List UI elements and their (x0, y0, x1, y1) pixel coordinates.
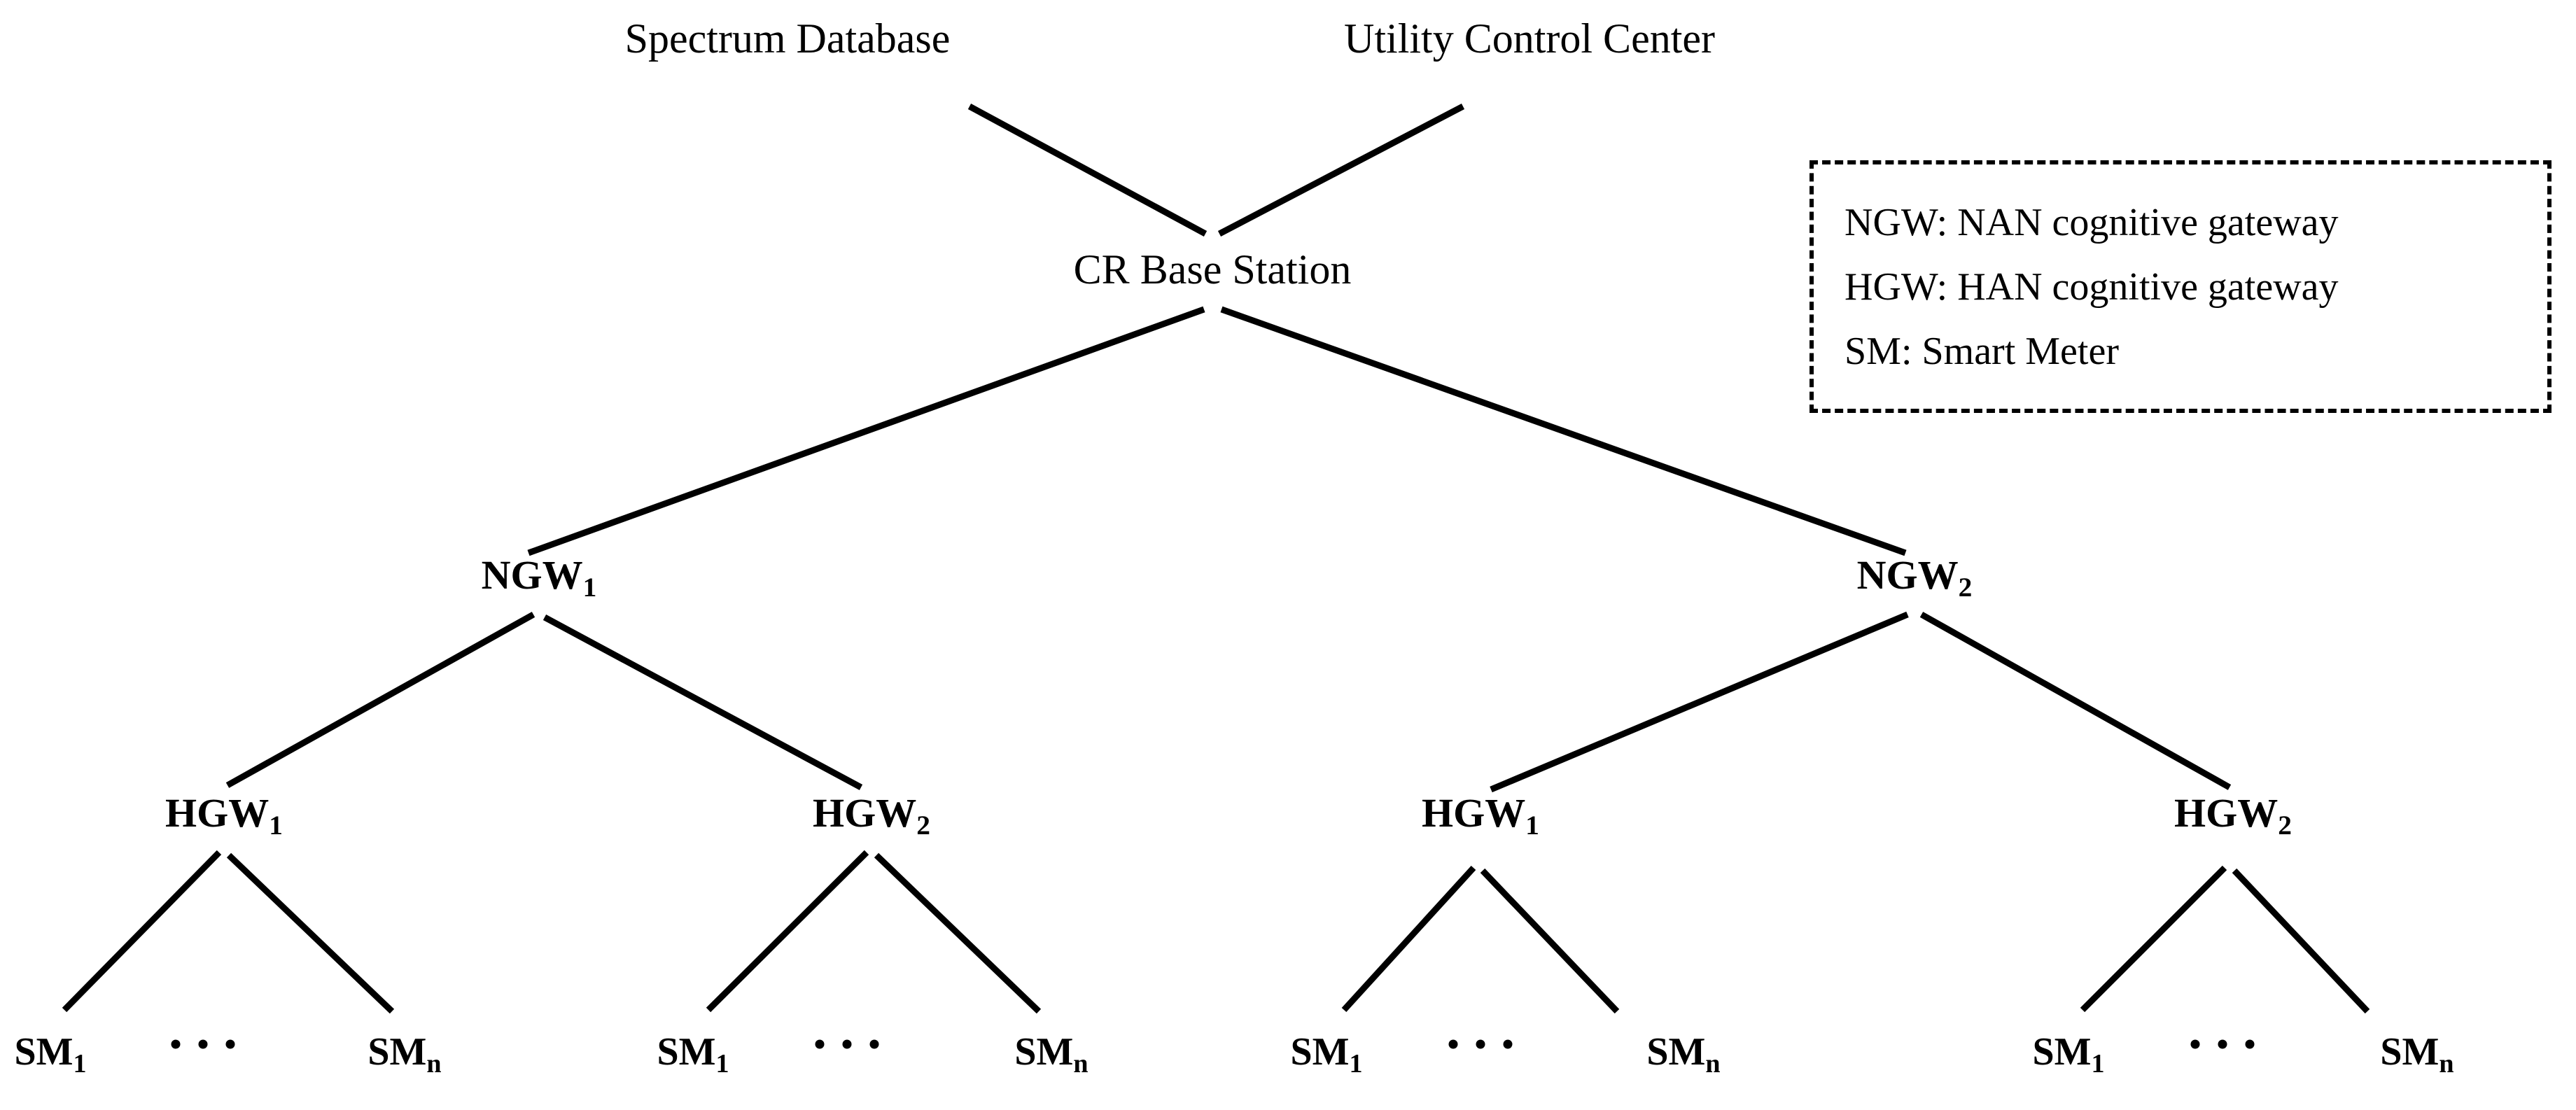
node-ngw-1: NGW1 (481, 552, 597, 603)
node-ngw-2: NGW2 (1856, 552, 1973, 603)
legend-line-sm: SM: Smart Meter (1844, 329, 2119, 373)
base-to-ngw2 (1220, 306, 1907, 556)
node-cr-base-station: CR Base Station (1073, 246, 1352, 293)
legend-line-hgw: HGW: HAN cognitive gateway (1844, 265, 2339, 309)
hgw2a-to-smn (874, 852, 1042, 1014)
ngw1-to-hgw2 (542, 614, 863, 790)
node-sm-first-group-4: SM1 (2032, 1030, 2105, 1079)
legend-box: NGW: NAN cognitive gateway HGW: HAN cogn… (1809, 160, 2552, 413)
ellipsis-group-1 (171, 1039, 235, 1049)
hgw1b-to-smn (1480, 868, 1620, 1014)
hgw1a-to-sm1 (62, 850, 222, 1013)
node-sm-last-group-4: SMn (2380, 1030, 2454, 1079)
ngw1-to-hgw1 (225, 612, 536, 788)
base-to-ngw1 (527, 306, 1205, 556)
node-sm-first-group-1: SM1 (14, 1030, 87, 1079)
hgw1b-to-sm1 (1341, 865, 1476, 1013)
node-sm-last-group-2: SMn (1014, 1030, 1088, 1079)
hgw2b-to-smn (2232, 868, 2370, 1014)
node-hgw-1-right: HGW1 (1422, 790, 1539, 841)
node-hgw-1-left: HGW1 (165, 790, 283, 841)
ellipsis-group-4 (2190, 1039, 2255, 1049)
ellipsis-group-2 (815, 1039, 879, 1049)
ellipsis-group-3 (1448, 1039, 1513, 1049)
node-sm-first-group-2: SM1 (657, 1030, 729, 1079)
hgw2b-to-sm1 (2080, 865, 2227, 1013)
ngw2-to-hgw1 (1490, 611, 1909, 793)
spectrum-db-to-base (967, 104, 1208, 237)
node-sm-first-group-3: SM1 (1290, 1030, 1363, 1079)
hgw1a-to-smn (226, 852, 395, 1014)
node-hgw-2-right: HGW2 (2174, 790, 2292, 841)
utility-center-to-base (1217, 104, 1465, 237)
node-sm-last-group-1: SMn (368, 1030, 442, 1079)
legend-line-ngw: NGW: NAN cognitive gateway (1844, 200, 2339, 244)
hgw2a-to-sm1 (706, 850, 869, 1013)
node-utility-control-center: Utility Control Center (1344, 15, 1715, 62)
ngw2-to-hgw2 (1919, 612, 2232, 790)
node-sm-last-group-3: SMn (1646, 1030, 1721, 1079)
node-hgw-2-left: HGW2 (813, 790, 930, 841)
node-spectrum-database: Spectrum Database (624, 15, 951, 62)
